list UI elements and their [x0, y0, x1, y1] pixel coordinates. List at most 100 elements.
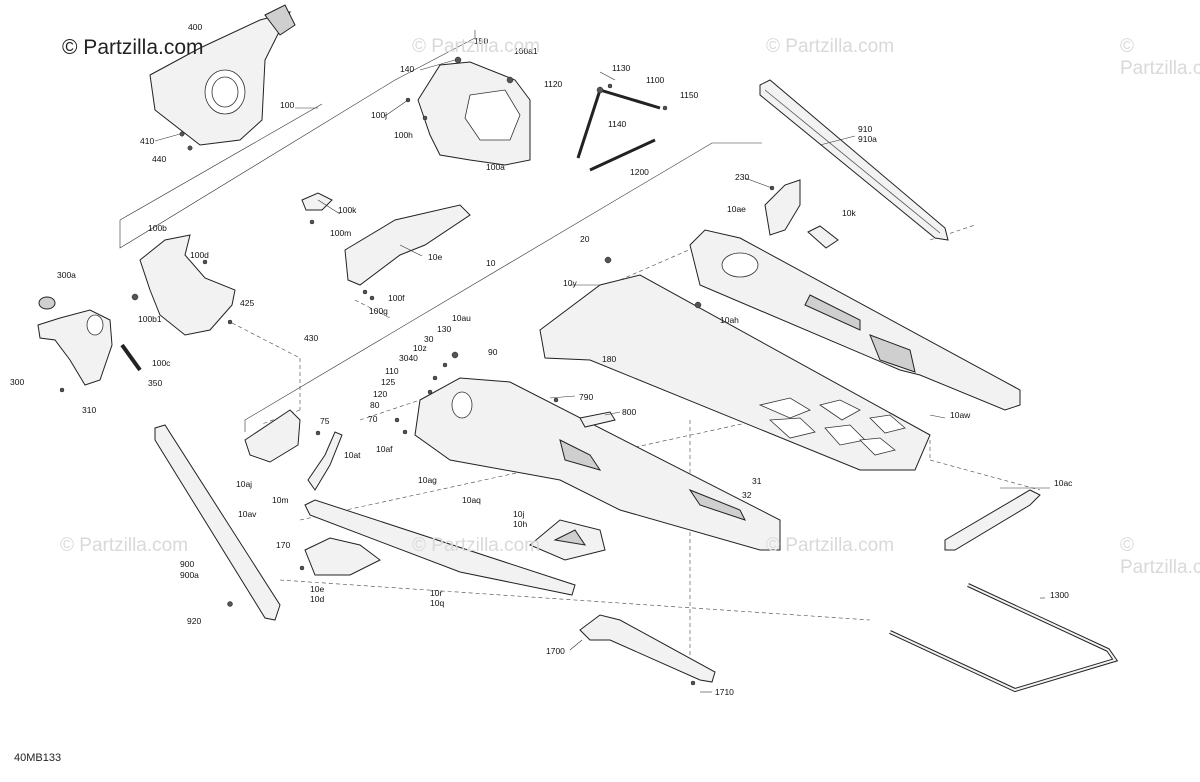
label-10af: 10af [376, 444, 393, 454]
label-130: 130 [437, 324, 451, 334]
label-10j: 10j [513, 509, 524, 519]
label-440: 440 [152, 154, 166, 164]
watermark: © Partzilla.com [766, 36, 895, 57]
label-125: 125 [381, 377, 395, 387]
part-10ae-bracket [764, 179, 801, 236]
label-100g: 100g [369, 306, 388, 316]
label-425: 425 [240, 298, 254, 308]
watermark: © Partzilla.com [412, 535, 541, 556]
label-150: 150 [474, 36, 488, 46]
label-1300: 1300 [1050, 590, 1069, 600]
label-31: 31 [752, 476, 762, 486]
label-300a: 300a [57, 270, 76, 280]
diagram-code: 40MB133 [14, 752, 62, 764]
label-1200: 1200 [630, 167, 649, 177]
part-1300-bumper [889, 583, 1119, 693]
label-32: 32 [742, 490, 752, 500]
label-170: 170 [276, 540, 290, 550]
label-10k: 10k [842, 208, 856, 218]
label-140: 140 [400, 64, 414, 74]
label-10d: 10d [310, 594, 324, 604]
part-100a-front-bulkhead [405, 56, 531, 166]
group-outline-100 [119, 30, 476, 249]
label-30: 30 [424, 334, 434, 344]
label-300: 300 [10, 377, 24, 387]
label-910a: 910a [858, 134, 877, 144]
label-100a: 100a [486, 162, 505, 172]
part-100e-panel [344, 204, 471, 301]
part-100k-cap [301, 192, 333, 225]
label-1100: 1100 [646, 75, 665, 85]
label-100k: 100k [338, 205, 357, 215]
label-10aj: 10aj [236, 479, 252, 489]
label-100: 100 [280, 100, 294, 110]
label-1140: 1140 [608, 119, 627, 129]
label-10y: 10y [563, 278, 577, 288]
label-10r: 10r [430, 588, 442, 598]
label-910: 910 [858, 124, 872, 134]
label-100b1: 100b1 [138, 314, 162, 324]
part-1100-1200-rods [576, 83, 668, 172]
label-120: 120 [373, 389, 387, 399]
label-80: 80 [370, 400, 380, 410]
label-430: 430 [304, 333, 318, 343]
label-100j: 100j [371, 110, 387, 120]
label-900: 900 [180, 559, 194, 569]
part-10ah-side-panel [689, 229, 1021, 411]
label-10au: 10au [452, 313, 471, 323]
part-10aj-bracket [244, 409, 321, 463]
label-100m: 100m [330, 228, 351, 238]
part-100b-bracket [131, 234, 236, 336]
part-10e-plate [299, 537, 381, 576]
part-1700-bar [579, 614, 716, 686]
label-10q: 10q [430, 598, 444, 608]
label-10ae: 10ae [727, 204, 746, 214]
label-1120: 1120 [544, 79, 563, 89]
label-10ag: 10ag [418, 475, 437, 485]
label-10m: 10m [272, 495, 289, 505]
label-1130: 1130 [612, 63, 631, 73]
part-labels: 400 100 410 440 150 100a1 140 100j 100h … [10, 22, 1073, 697]
part-10ac-bracket [944, 489, 1041, 551]
part-10k-plate [807, 225, 839, 249]
label-10ac: 10ac [1054, 478, 1073, 488]
part-900-rail [154, 424, 281, 621]
label-1700: 1700 [546, 646, 565, 656]
label-100f: 100f [388, 293, 405, 303]
part-10j-plate [529, 519, 606, 561]
watermark: © Partzilla.com [766, 535, 895, 556]
label-75: 75 [320, 416, 330, 426]
group-outline-10 [244, 142, 762, 432]
label-800: 800 [622, 407, 636, 417]
part-400-bulkhead [149, 4, 296, 151]
label-10h: 10h [513, 519, 527, 529]
part-10r-rail [304, 499, 576, 596]
label-1710: 1710 [715, 687, 734, 697]
label-10ah: 10ah [720, 315, 739, 325]
label-10at: 10at [344, 450, 361, 460]
label-100b: 100b [148, 223, 167, 233]
label-10z: 10z [413, 343, 427, 353]
label-310: 310 [82, 405, 96, 415]
label-920: 920 [187, 616, 201, 626]
copyright-notice: © Partzilla.com [62, 36, 204, 59]
label-1150: 1150 [680, 90, 699, 100]
label-3040: 3040 [399, 353, 418, 363]
label-70: 70 [368, 414, 378, 424]
label-10aw: 10aw [950, 410, 971, 420]
watermark: © Partzilla.com [60, 535, 189, 556]
part-10y-tunnel-top [539, 256, 931, 471]
label-230: 230 [735, 172, 749, 182]
part-910-rail [759, 79, 949, 241]
label-10e-2: 10e [310, 584, 324, 594]
label-100h: 100h [394, 130, 413, 140]
part-800-plate [553, 397, 616, 428]
label-10e: 10e [428, 252, 442, 262]
label-100c: 100c [152, 358, 171, 368]
leader-lines [154, 59, 1050, 693]
label-410: 410 [140, 136, 154, 146]
label-90: 90 [488, 347, 498, 357]
label-20: 20 [580, 234, 590, 244]
